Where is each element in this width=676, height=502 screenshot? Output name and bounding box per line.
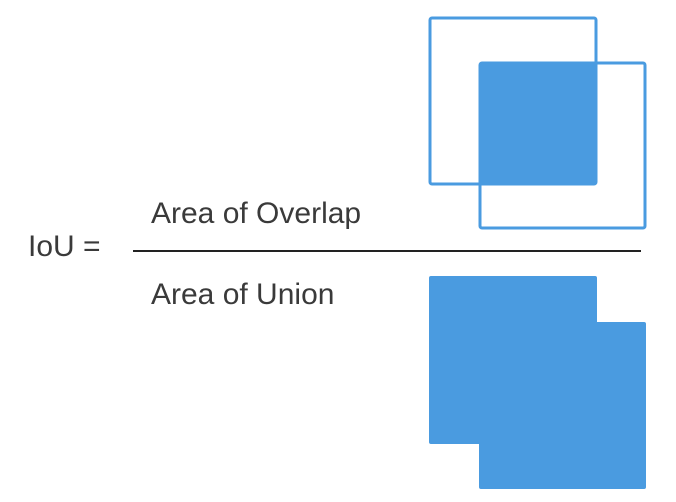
fraction-bar (133, 250, 641, 252)
union-box-b (479, 322, 646, 489)
overlap-region (480, 63, 596, 184)
union-illustration (429, 276, 646, 489)
iou-lhs-label: IoU = (28, 230, 101, 263)
box-a-outline (428, 16, 598, 186)
box-b-outline (478, 61, 647, 230)
overlap-illustration (428, 16, 647, 230)
numerator-label: Area of Overlap (151, 197, 362, 230)
denominator-label: Area of Union (151, 278, 335, 311)
